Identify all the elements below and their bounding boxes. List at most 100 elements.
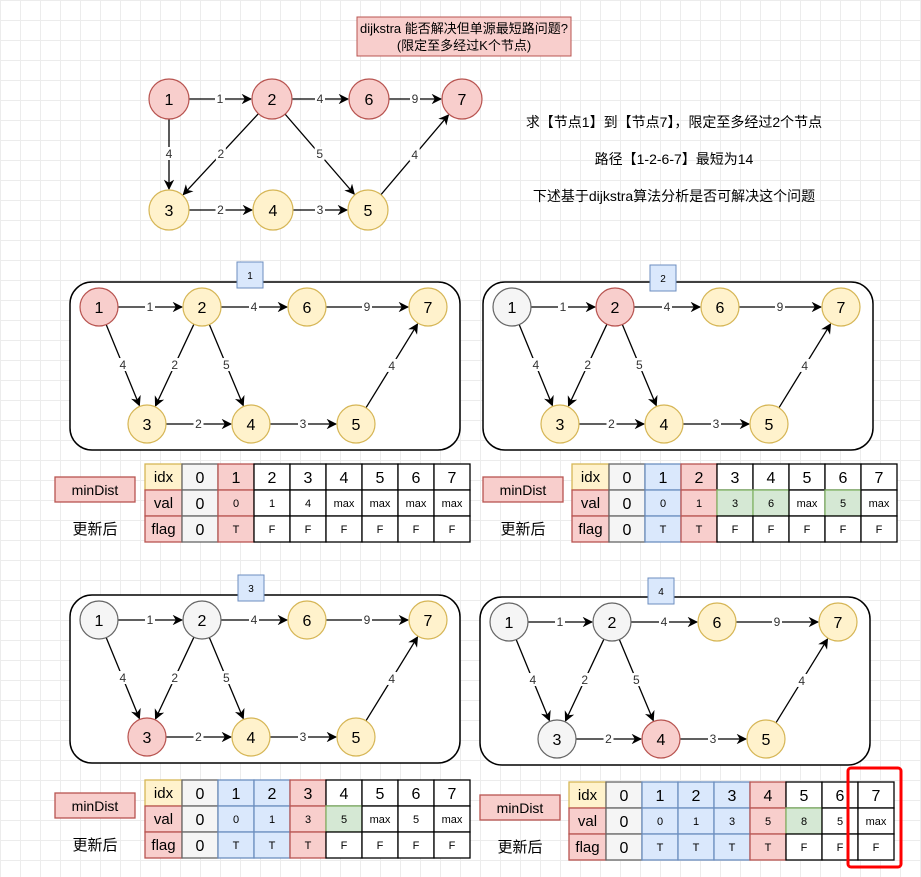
edge-2-6: 4 bbox=[634, 300, 702, 314]
edge-weight: 4 bbox=[529, 673, 536, 687]
cell-val-4: 5 bbox=[341, 814, 347, 826]
node-circle bbox=[408, 287, 448, 327]
node-circle bbox=[287, 600, 327, 640]
edge-1-3: 4 bbox=[518, 324, 554, 407]
edge-label-bg bbox=[315, 92, 325, 105]
cell-val-3: 3 bbox=[732, 498, 738, 510]
edge-6-7: 9 bbox=[326, 613, 410, 627]
node-label: 1 bbox=[508, 300, 517, 317]
row-header-label: val bbox=[154, 495, 173, 512]
edge-6-7: 9 bbox=[326, 300, 410, 314]
edge-5-7: 4 bbox=[775, 638, 829, 724]
cell-idx-5: 5 bbox=[376, 786, 385, 803]
node-6: 6 bbox=[700, 287, 740, 327]
row-header-label: idx bbox=[154, 469, 174, 486]
node-label: 6 bbox=[365, 92, 374, 109]
node-1: 1 bbox=[148, 78, 190, 120]
cell-flag-6: F bbox=[837, 842, 844, 854]
node-4: 4 bbox=[252, 189, 294, 231]
edge-2-3: 2 bbox=[154, 636, 195, 720]
table-cell bbox=[433, 831, 471, 859]
table-cell bbox=[397, 831, 435, 859]
edge-weight: 2 bbox=[195, 730, 202, 744]
table-cell bbox=[824, 515, 862, 543]
table-cell bbox=[641, 781, 679, 809]
node-circle bbox=[79, 287, 119, 327]
node-circle bbox=[441, 78, 483, 120]
cell-flag-5: F bbox=[801, 842, 808, 854]
table-cell bbox=[641, 833, 679, 861]
mindist-label-box bbox=[479, 794, 561, 821]
cell-idx-6: 6 bbox=[412, 470, 421, 487]
node-circle bbox=[821, 287, 861, 327]
edge-weight: 4 bbox=[317, 92, 324, 106]
cell-idx-4: 4 bbox=[340, 470, 349, 487]
row-header-label: idx bbox=[581, 469, 601, 486]
edge-label-bg bbox=[215, 147, 226, 161]
edge-2-6: 4 bbox=[631, 615, 699, 629]
edge-label-bg bbox=[298, 417, 308, 430]
cell-val-3: 3 bbox=[305, 814, 311, 826]
node-2: 2 bbox=[182, 287, 222, 327]
cell-val-7: max bbox=[442, 498, 463, 510]
table-cell bbox=[433, 805, 471, 833]
node-3: 3 bbox=[127, 717, 167, 757]
edge-2-4: 5 bbox=[208, 324, 245, 407]
node-label: 5 bbox=[352, 417, 361, 434]
node-label: 4 bbox=[247, 417, 256, 434]
cell-flag-5: F bbox=[804, 524, 811, 536]
edge-weight: 4 bbox=[119, 358, 126, 372]
node-label: 3 bbox=[143, 730, 152, 747]
step-number: 4 bbox=[658, 587, 664, 598]
cell-flag-6: F bbox=[840, 524, 847, 536]
node-label: 3 bbox=[165, 203, 174, 220]
edge-2-3: 2 bbox=[564, 638, 605, 722]
title-line1: dijkstra 能否解决但单源最短路问题? bbox=[360, 21, 568, 36]
edge-weight: 4 bbox=[119, 671, 126, 685]
row-header-flag bbox=[571, 515, 610, 543]
edge-weight: 4 bbox=[388, 359, 395, 373]
step-badge bbox=[649, 264, 677, 292]
edge-weight: 2 bbox=[217, 203, 224, 217]
table-cell bbox=[433, 463, 471, 491]
edge-6-7: 9 bbox=[739, 300, 823, 314]
cell-idx-3: 3 bbox=[304, 786, 313, 803]
node-label: 5 bbox=[364, 203, 373, 220]
edge-weight: 4 bbox=[532, 358, 539, 372]
node-5: 5 bbox=[336, 404, 376, 444]
edge-weight: 3 bbox=[710, 732, 717, 746]
edge-label-bg bbox=[362, 300, 372, 313]
edge-weight: 2 bbox=[171, 671, 178, 685]
cell-flag-6: F bbox=[413, 524, 420, 536]
edge-weight: 3 bbox=[300, 730, 307, 744]
edge-1-2: 1 bbox=[118, 300, 184, 314]
edge-2-6: 4 bbox=[292, 92, 350, 106]
table-cell bbox=[821, 807, 859, 835]
node-circle bbox=[148, 78, 190, 120]
node-7: 7 bbox=[441, 78, 483, 120]
edge-label-bg bbox=[386, 358, 397, 372]
node-6: 6 bbox=[697, 602, 737, 642]
edge-2-3: 2 bbox=[154, 323, 195, 407]
cell-idx-1: 1 bbox=[232, 470, 241, 487]
node-circle bbox=[336, 404, 376, 444]
node-2: 2 bbox=[595, 287, 635, 327]
edge-label-bg bbox=[298, 730, 308, 743]
row-header-idx bbox=[568, 781, 607, 809]
edge-weight: 2 bbox=[195, 417, 202, 431]
updated-label: 更新后 bbox=[497, 839, 542, 856]
edge-weight: 9 bbox=[364, 300, 371, 314]
edge-label-bg bbox=[711, 417, 721, 430]
cell-flag-7: F bbox=[873, 842, 880, 854]
node-circle bbox=[287, 287, 327, 327]
edge-1-2: 1 bbox=[531, 300, 597, 314]
mindist-label-box bbox=[54, 476, 136, 503]
edge-weight: 3 bbox=[713, 417, 720, 431]
cell-val-7: max bbox=[866, 816, 887, 828]
cell-idx-2: 2 bbox=[268, 786, 277, 803]
updated-label: 更新后 bbox=[72, 521, 117, 538]
node-circle bbox=[644, 404, 684, 444]
cell-flag-2: T bbox=[696, 524, 703, 536]
